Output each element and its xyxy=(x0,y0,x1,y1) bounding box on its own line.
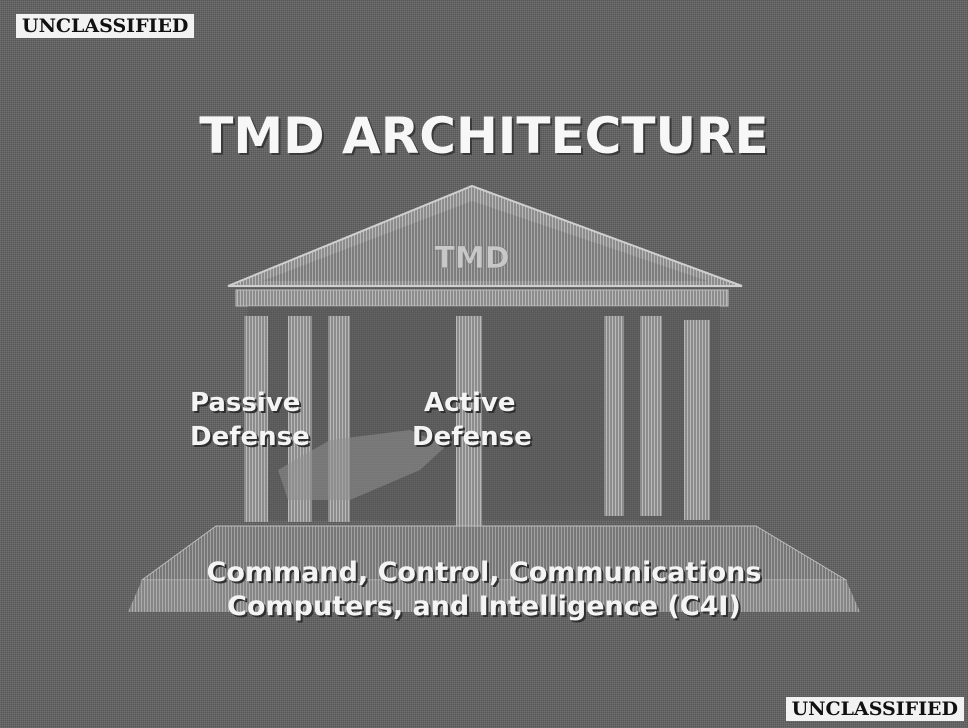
c4i-line-2: Computers, and Intelligence (C4I) xyxy=(227,591,741,622)
c4i-line-1: Command, Control, Communications xyxy=(206,557,762,588)
c4i-foundation-label: Command, Control, Communications Compute… xyxy=(0,556,968,624)
passive-line-2: Defense xyxy=(190,422,310,452)
classification-banner-bottom: UNCLASSIFIED xyxy=(785,697,964,721)
passive-line-1: Passive xyxy=(190,388,301,418)
active-line-1: Active xyxy=(424,388,516,418)
column xyxy=(684,320,710,520)
classification-banner-top: UNCLASSIFIED xyxy=(16,14,195,38)
slide-title: TMD ARCHITECTURE xyxy=(199,107,769,165)
launcher-silhouette xyxy=(278,430,446,500)
active-defense-label: Active Defense xyxy=(412,386,532,454)
pediment-text: TMD xyxy=(434,241,509,276)
column xyxy=(244,316,268,522)
active-line-2: Defense xyxy=(412,422,532,452)
temple-entablature xyxy=(235,289,729,307)
passive-defense-label: Passive Defense xyxy=(190,386,310,454)
column xyxy=(640,316,662,516)
column xyxy=(604,316,624,516)
column xyxy=(456,316,482,526)
